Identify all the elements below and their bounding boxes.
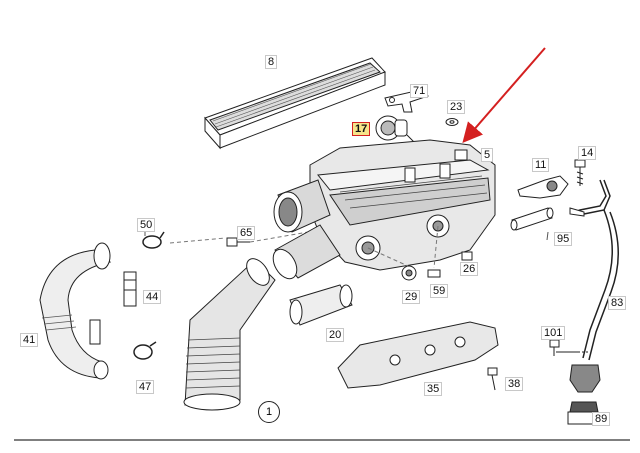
part-label-20: 20 <box>326 328 345 342</box>
part-label-11: 11 <box>532 158 550 172</box>
connecting-duct <box>272 224 341 280</box>
part-label-26: 26 <box>460 262 479 276</box>
connector-44 <box>123 271 137 307</box>
part-label-35: 35 <box>424 382 443 396</box>
part-label-41: 41 <box>20 333 39 347</box>
part-label-47: 47 <box>136 380 155 394</box>
part-label-23: 23 <box>447 100 466 114</box>
part-label-95: 95 <box>554 232 573 246</box>
part-label-71: 71 <box>410 84 429 98</box>
part-26 <box>461 251 473 261</box>
part-label-17: 17 <box>352 122 371 136</box>
air-filter-housing <box>273 139 496 271</box>
washer-23 <box>445 118 459 126</box>
hose-41 <box>39 242 112 380</box>
part-label-1: 1 <box>258 401 280 423</box>
part-label-50: 50 <box>137 218 156 232</box>
part-label-101: 101 <box>541 326 566 340</box>
hose-95 <box>510 207 554 231</box>
part-label-89: 89 <box>592 412 611 426</box>
clamp-50 <box>142 231 165 249</box>
intake-duct <box>183 258 276 411</box>
sensor-17 <box>375 115 415 143</box>
air-filter-element <box>204 57 386 150</box>
part-label-59: 59 <box>430 284 449 298</box>
part-label-44: 44 <box>143 290 162 304</box>
bolt-38 <box>487 367 498 391</box>
part-label-8: 8 <box>265 55 278 69</box>
part-59 <box>427 269 441 278</box>
clamp-47 <box>133 341 157 360</box>
part-label-83: 83 <box>608 296 627 310</box>
part-label-14: 14 <box>578 146 597 160</box>
part-29 <box>401 265 417 281</box>
part-label-65: 65 <box>237 226 256 240</box>
connector-lower <box>89 319 101 345</box>
part-label-29: 29 <box>402 290 421 304</box>
leader-95 <box>546 231 549 241</box>
screw-101 <box>549 339 590 356</box>
highlight-arrow <box>462 47 546 144</box>
part-label-38: 38 <box>505 377 524 391</box>
cover-35 <box>337 321 499 389</box>
screw-14 <box>574 159 586 186</box>
pipe-83 <box>569 179 619 361</box>
part-label-5: 5 <box>481 148 494 162</box>
sensor-11 <box>517 175 569 199</box>
hose-20 <box>289 284 353 326</box>
